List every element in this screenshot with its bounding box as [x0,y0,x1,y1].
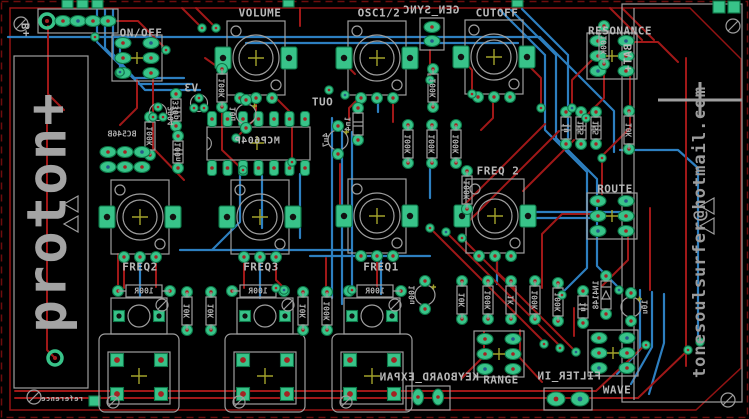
bat-plus-label: BAT+ [621,43,635,73]
jack-2[interactable] [225,298,305,412]
resistor-value: 100K [530,290,540,310]
resistor-value: 10K [457,292,467,308]
email-text: tonesoulsurfer@hotmail.com [690,85,710,379]
resistor-value: 100R [365,286,385,296]
resistor-value: 100K [403,134,413,154]
route-pads[interactable] [587,193,637,239]
resistor-value: 100K [553,292,563,312]
resistor-value: 100R [134,286,154,296]
resistor-value: 100K [428,78,438,98]
resistor-value: 100K [217,78,227,98]
cap-value: 4u7 [321,132,331,148]
volume-label: VOLUME [238,6,282,20]
battery-terminal-mark [658,82,742,118]
components-layer[interactable] [38,0,741,412]
top-edge-pads[interactable] [61,0,741,407]
ic-mcp604[interactable] [206,110,311,177]
cap-value: 1u [578,302,588,312]
resistor-value: 100R [248,286,268,296]
osc-pot[interactable] [336,21,418,104]
cutoff-pot[interactable] [453,20,535,103]
freq-2-label: FREQ 2 [476,164,520,178]
transistor-value: BC546B [107,129,137,139]
freq1-label: FREQ1 [363,260,399,274]
resonance-label: RESONANCE [587,24,653,38]
cap-value: 100u [407,285,417,305]
ic-label: MCP604P [234,135,280,147]
resistor-value: 10K [206,303,216,319]
transistor-bc546-pads[interactable] [99,145,151,174]
cutoff-label: CUTOFF [475,6,519,20]
transistor-v3[interactable] [190,94,208,112]
power-connector-pads[interactable] [38,12,117,30]
cap-value: 155 [591,120,601,136]
keyboard-expan-label: KEYBOARD_EXPAN [379,370,479,384]
resistor-value: 100K [483,290,493,310]
cap-value: 10u [228,106,238,122]
diode-value: 1N4148 [591,280,601,310]
resistor-value: 100K [462,180,472,200]
v3-label: V3 [183,81,199,95]
resistor-value: 100K [451,134,461,154]
jack-1[interactable] [99,298,179,412]
osc12-label: OSC1/2 [357,6,401,20]
cap-value: 100n [173,142,183,162]
out-label: OUT [311,95,333,109]
reference-label: reference [40,395,84,403]
brand-text: proton+ [15,91,79,333]
resistor-value: 10K [624,122,634,138]
resistor-value: 100K [427,134,437,154]
aa-logo-left [62,194,79,234]
wave-label: WAVE [602,383,632,397]
freq2-label: FREQ2 [122,260,158,274]
transistor-value: 3904 [166,106,176,126]
filter-in-label: FILTER_IN [536,369,602,383]
resistor-value: 100K [145,126,155,146]
freq3-label: FREQ3 [243,260,279,274]
resistor-value: 100K [599,35,609,55]
b-plus-label: B+ [19,22,33,38]
range-pads[interactable] [474,331,524,377]
freq2-pot[interactable] [99,180,181,263]
aa-logo-right [698,196,715,236]
resistor-value: 10K [298,303,308,319]
route-label: ROUTE [597,182,633,196]
onoff-label: ON/OFF [119,26,163,40]
resistor-value: 10K [182,303,192,319]
gen-sync-label: GEN_SYNC [402,3,460,17]
diode-1n4148[interactable] [601,271,612,320]
cap-value: 1u [561,123,571,133]
freq1-pot[interactable] [336,179,418,262]
cap-value: 10u [640,299,650,315]
resistor-value: 1K [506,295,516,305]
gen-sync-pads[interactable] [423,20,441,48]
resistor-value: 100K [322,301,332,321]
jack-3[interactable] [332,298,412,412]
filter-in-pads[interactable] [546,391,590,407]
range-label: RANGE [483,373,519,387]
cap-value: 1n4 [343,116,353,132]
cap-value: 155 [576,120,586,136]
